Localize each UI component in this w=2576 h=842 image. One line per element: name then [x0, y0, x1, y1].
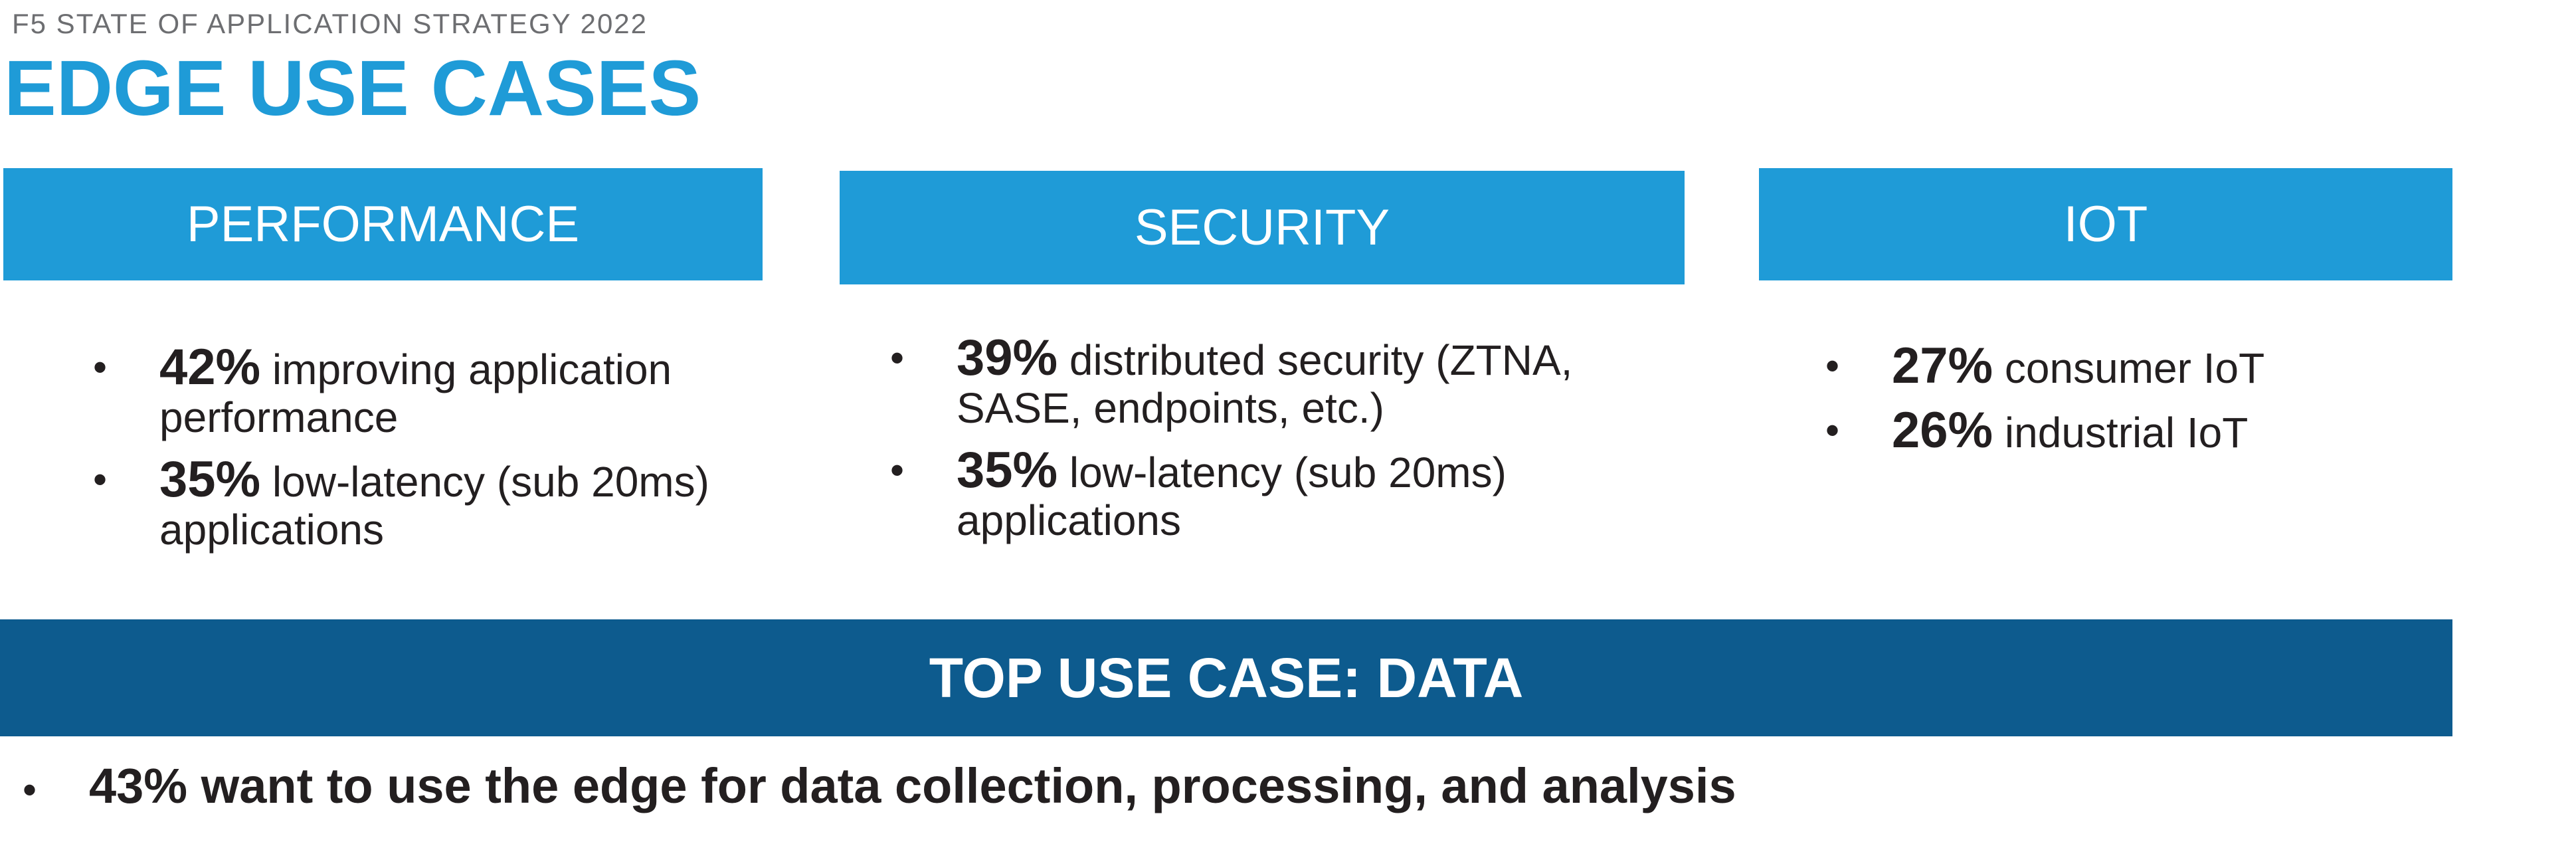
page-title: EDGE USE CASES — [4, 45, 701, 132]
stat-percent: 35% — [957, 442, 1058, 498]
stat-text: industrial IoT — [1993, 409, 2249, 457]
stat-text: improving application performance — [159, 346, 672, 441]
bullet-icon: • — [1825, 344, 1840, 388]
list-item: • 27% consumer IoT — [1825, 341, 2423, 393]
list-item: • 39% distributed security (ZTNA, SASE, e… — [890, 333, 1674, 433]
bullet-icon: • — [93, 457, 108, 502]
stat-percent: 26% — [1892, 402, 1993, 459]
list-item: • 26% industrial IoT — [1825, 405, 2423, 457]
stat-percent: 27% — [1892, 338, 1993, 394]
security-list: • 39% distributed security (ZTNA, SASE, e… — [890, 333, 1674, 559]
stat-text: low-latency (sub 20ms) applications — [159, 458, 709, 554]
stat-percent: 35% — [159, 451, 261, 508]
stat-percent: 39% — [957, 330, 1058, 386]
list-item: •35% low-latency (sub 20ms) applications — [93, 455, 757, 554]
bullet-icon: • — [93, 345, 108, 389]
performance-header: PERFORMANCE — [3, 168, 763, 280]
top-use-case-text: 43% want to use the edge for data collec… — [89, 758, 1736, 813]
bullet-icon: • — [23, 767, 37, 812]
stat-text: consumer IoT — [1993, 344, 2265, 392]
top-use-case-bullet: • 43% want to use the edge for data colle… — [23, 758, 1736, 814]
report-supertitle: F5 STATE OF APPLICATION STRATEGY 2022 — [12, 8, 648, 39]
bullet-icon: • — [1825, 408, 1840, 453]
security-header: SECURITY — [840, 171, 1685, 284]
iot-header: IOT — [1759, 168, 2452, 280]
stat-text: low-latency (sub 20ms) applications — [957, 449, 1507, 544]
iot-list: • 27% consumer IoT • 26% industrial IoT — [1825, 341, 2423, 471]
bullet-icon: • — [890, 448, 905, 492]
list-item: • 42% improving application performance — [93, 342, 757, 442]
list-item: • 35% low-latency (sub 20ms) applications — [890, 445, 1674, 545]
stat-percent: 42% — [159, 339, 261, 395]
performance-list: • 42% improving application performance •… — [93, 342, 757, 568]
bullet-icon: • — [890, 336, 905, 380]
stat-text: distributed security (ZTNA, SASE, endpoi… — [957, 336, 1573, 432]
top-use-case-banner: TOP USE CASE: DATA — [0, 619, 2452, 736]
